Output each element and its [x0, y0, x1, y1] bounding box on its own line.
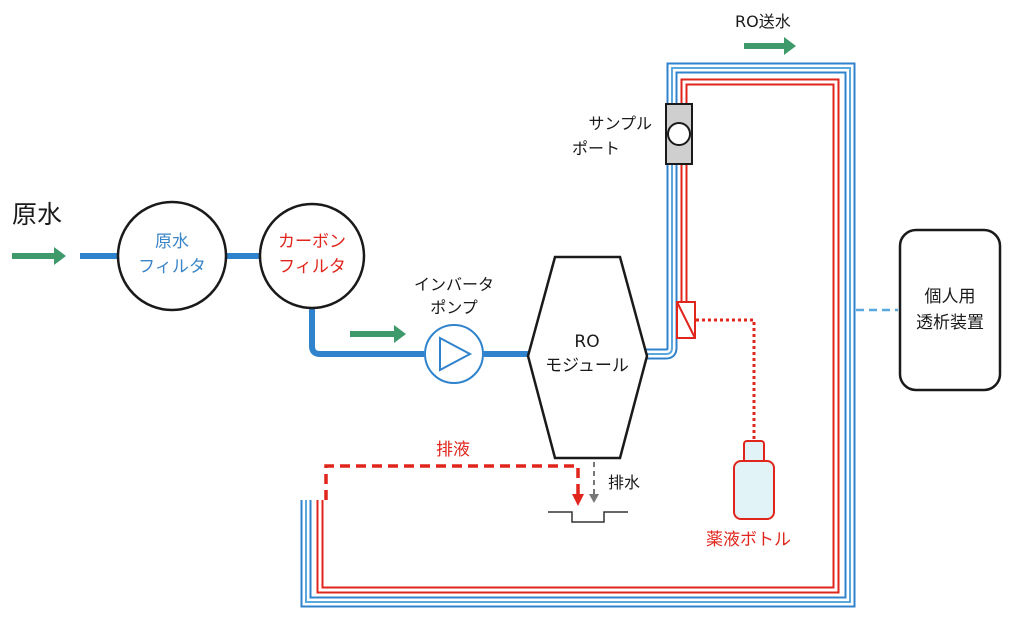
carbon-filter-label-line2: フィルタ — [278, 257, 346, 277]
chemical-feed-dotted-pipe — [696, 318, 756, 440]
drain-liquid-line — [324, 464, 584, 506]
raw-filter-label-line1: 原水 — [155, 232, 189, 252]
drain-water-arrowhead — [589, 494, 599, 503]
chemical-feed-line — [676, 301, 756, 440]
drain-basin — [548, 511, 628, 523]
ro-module-label-line2: モジュール — [545, 356, 629, 376]
pump-triangle-icon — [439, 336, 473, 372]
bottle-cap — [743, 440, 765, 464]
pump-label-line1: インバータ — [414, 275, 494, 294]
inlet-arrow-head — [54, 247, 66, 265]
carbon-to-pump-pipe — [309, 306, 424, 357]
ro-supply-flow-arrow — [744, 37, 796, 55]
drain-water-label: 排水 — [608, 473, 640, 492]
ro-supply-arrow-head — [784, 37, 796, 55]
carbon-filter — [258, 202, 366, 310]
drain-liquid-dashed-pipe — [324, 464, 580, 500]
raw-water-filter — [116, 200, 228, 312]
drain-water-line — [548, 462, 628, 523]
sample-port-label-line2: ポート — [572, 139, 620, 158]
dialysis-label-line1: 個人用 — [925, 287, 976, 307]
raw-filter-label-line2: フィルタ — [138, 257, 206, 277]
flow-arrows — [12, 37, 796, 343]
chemical-bottle — [733, 440, 775, 520]
ro-module — [526, 255, 649, 460]
ro-supply-arrow-shaft — [744, 43, 786, 49]
sample-port — [665, 103, 693, 165]
drain-liquid-arrowhead — [572, 494, 584, 506]
carbon-filter-label-line1: カーボン — [278, 232, 346, 252]
inverter-pump — [424, 324, 484, 384]
inlet-flow-arrow — [12, 247, 66, 265]
sample-port-label-line1: サンプル — [588, 114, 652, 133]
chemical-injector-diagonal — [676, 301, 696, 339]
pump-flow-arrow — [350, 325, 406, 343]
sample-port-valve-icon — [667, 122, 691, 146]
raw-water-label: 原水 — [12, 200, 62, 229]
pump-arrow-shaft — [350, 331, 396, 337]
dialysis-label-line2: 透析装置 — [916, 313, 984, 333]
chemical-bottle-label: 薬液ボトル — [706, 530, 791, 550]
drain-liquid-label: 排液 — [436, 440, 470, 460]
pump-arrow-head — [394, 325, 406, 343]
ro-supply-label: RO送水 — [735, 12, 791, 31]
permeate-pipe-core — [305, 67, 851, 603]
ro-permeate-pipe — [300, 62, 856, 608]
inlet-arrow-shaft — [12, 253, 56, 259]
raw-water-pipe — [80, 253, 530, 357]
bottle-body — [733, 460, 775, 520]
pump-label-line2: ポンプ — [430, 298, 478, 317]
dialysis-unit — [898, 228, 1002, 392]
labels: 原水 原水 フィルタ カーボン フィルタ インバータ ポンプ RO モジュール … — [12, 12, 984, 550]
ro-module-label-line1: RO — [574, 332, 599, 352]
